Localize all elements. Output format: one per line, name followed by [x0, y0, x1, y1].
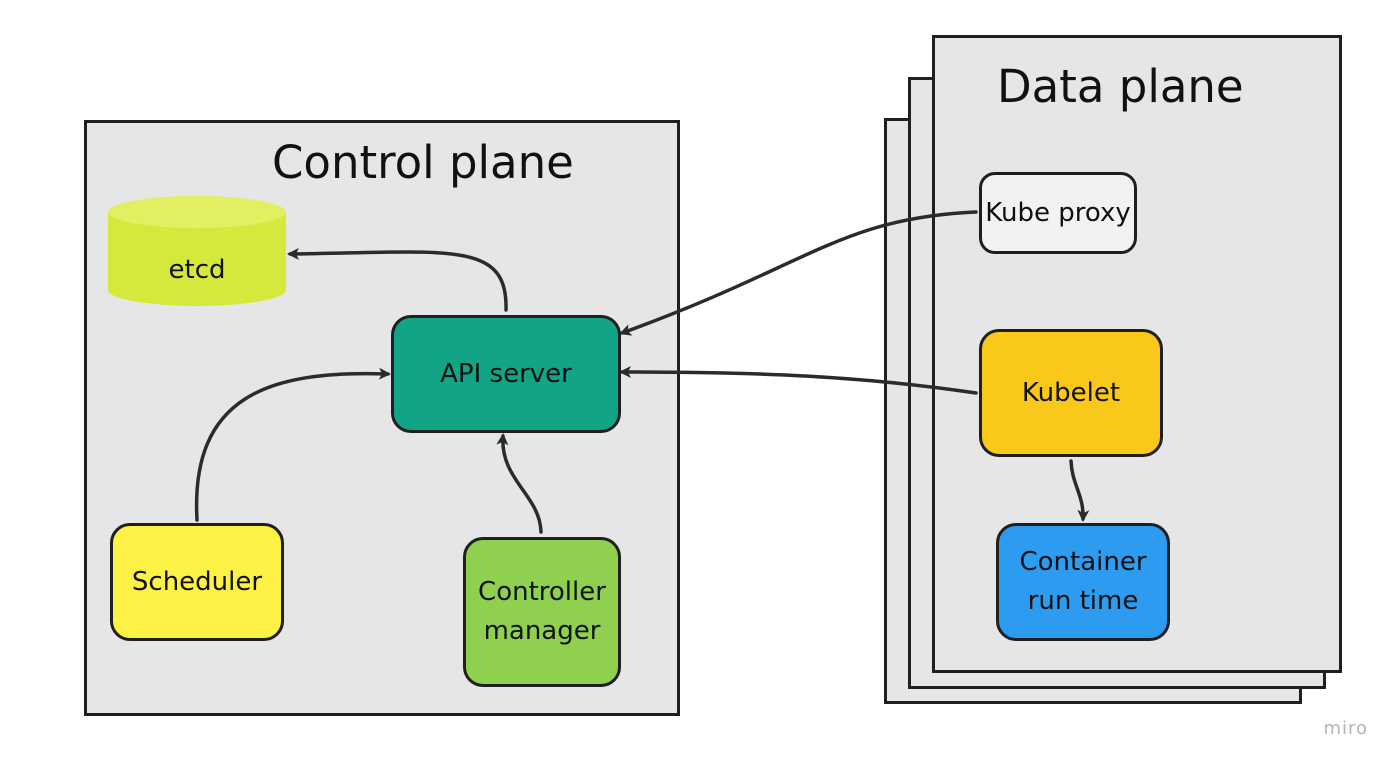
- edge-kubelet-to-container-runtime: [1069, 459, 1090, 522]
- container-runtime-node[interactable]: Container run time: [996, 523, 1170, 641]
- controller-manager-node[interactable]: Controller manager: [463, 537, 621, 687]
- scheduler-node[interactable]: Scheduler: [110, 523, 284, 641]
- kube-proxy-node[interactable]: Kube proxy: [979, 172, 1137, 254]
- control-plane-title: Control plane: [272, 136, 574, 189]
- edge-api-to-etcd: [287, 247, 508, 312]
- data-plane-title: Data plane: [997, 60, 1244, 113]
- edge-controller-to-api: [496, 433, 543, 534]
- edge-scheduler-to-api: [194, 367, 391, 522]
- edge-kubeproxy-to-api: [619, 210, 978, 336]
- etcd-cylinder-icon[interactable]: [108, 196, 286, 306]
- etcd-label: etcd: [168, 255, 226, 285]
- miro-watermark: miro: [1323, 718, 1368, 739]
- edge-kubelet-to-api: [619, 366, 978, 395]
- kubelet-node[interactable]: Kubelet: [979, 329, 1163, 457]
- api-server-node[interactable]: API server: [391, 315, 621, 433]
